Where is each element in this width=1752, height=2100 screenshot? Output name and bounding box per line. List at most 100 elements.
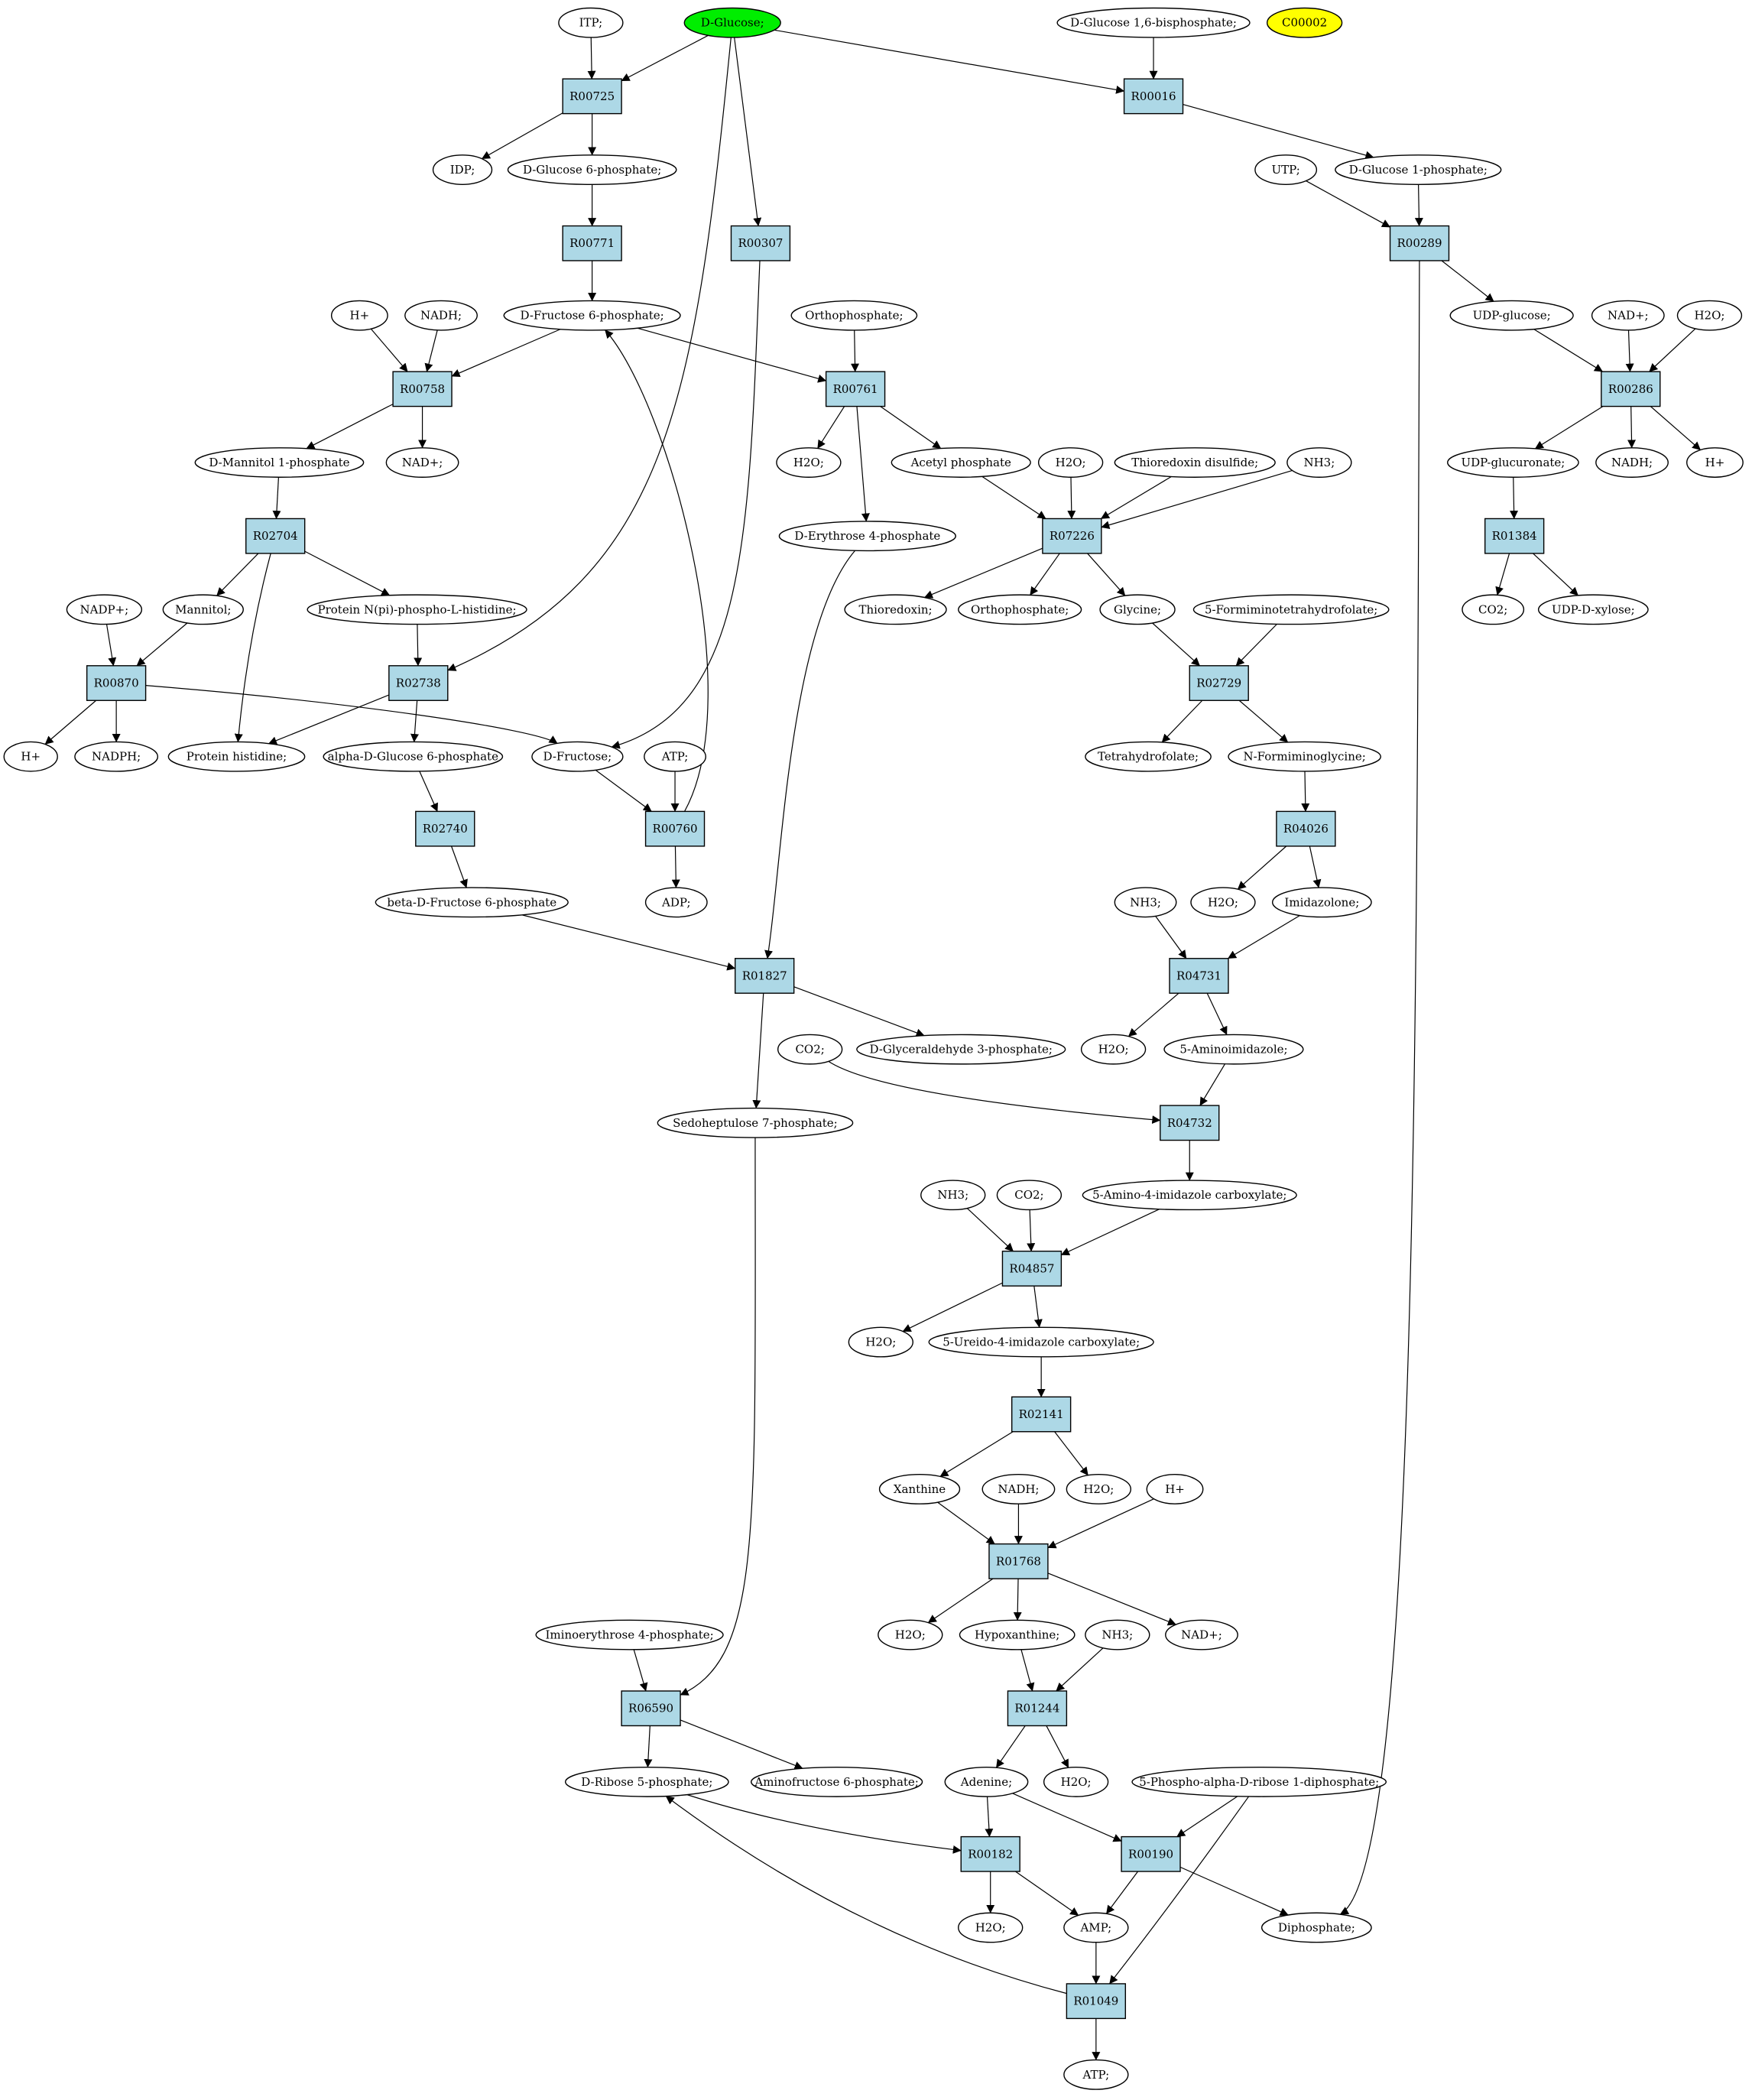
reaction-node-r00760[interactable]: R00760 — [644, 810, 706, 847]
reaction-node-r01768[interactable]: R01768 — [988, 1543, 1049, 1579]
compound-node-udpglc[interactable]: UDP-glucose; — [1449, 300, 1574, 331]
reaction-node-r02740[interactable]: R02740 — [415, 810, 475, 847]
compound-node-h2o10[interactable]: H2O; — [958, 1912, 1024, 1943]
reaction-node-r00307[interactable]: R00307 — [730, 225, 791, 261]
compound-node-imidazolone[interactable]: Imidazolone; — [1271, 887, 1372, 918]
compound-node-idp[interactable]: IDP; — [432, 154, 493, 186]
compound-node-nadplus1[interactable]: NAD+; — [1591, 300, 1665, 331]
compound-node-utp[interactable]: UTP; — [1254, 154, 1318, 186]
reaction-node-r00016[interactable]: R00016 — [1123, 78, 1184, 115]
compound-node-adenine[interactable]: Adenine; — [944, 1766, 1029, 1797]
compound-node-itp[interactable]: ITP; — [558, 7, 624, 38]
compound-node-bf6p[interactable]: beta-D-Fructose 6-phosphate — [375, 887, 569, 918]
compound-node-h2o8[interactable]: H2O; — [878, 1619, 943, 1650]
compound-node-ortho2[interactable]: Orthophosphate; — [958, 594, 1082, 625]
compound-node-nadh2[interactable]: NADH; — [1595, 447, 1669, 478]
compound-node-udpglcua[interactable]: UDP-glucuronate; — [1447, 447, 1579, 478]
compound-node-thiored[interactable]: Thioredoxin; — [844, 594, 947, 625]
compound-node-dg16bp[interactable]: D-Glucose 1,6-bisphosphate; — [1056, 7, 1251, 38]
compound-node-hplus1[interactable]: H+ — [330, 300, 388, 331]
reaction-node-r02704[interactable]: R02704 — [245, 518, 306, 554]
compound-node-nadpplus[interactable]: NADP+; — [66, 594, 143, 625]
reaction-node-r02729[interactable]: R02729 — [1189, 665, 1249, 701]
compound-node-h2o7[interactable]: H2O; — [1066, 1474, 1132, 1504]
compound-node-h2o3[interactable]: H2O; — [1037, 447, 1104, 478]
compound-node-dg1p[interactable]: D-Glucose 1-phosphate; — [1335, 154, 1502, 186]
reaction-node-r07226[interactable]: R07226 — [1042, 518, 1102, 554]
compound-node-co23[interactable]: CO2; — [996, 1180, 1063, 1211]
reaction-node-r00725[interactable]: R00725 — [562, 78, 622, 115]
compound-node-acetylp[interactable]: Acetyl phosphate — [891, 447, 1031, 478]
reaction-node-r00289[interactable]: R00289 — [1389, 225, 1450, 261]
reaction-node-r00771[interactable]: R00771 — [562, 225, 622, 261]
compound-node-ortho1[interactable]: Orthophosphate; — [790, 300, 918, 331]
compound-node-mannitol[interactable]: Mannitol; — [162, 594, 244, 625]
reaction-node-r00182[interactable]: R00182 — [960, 1835, 1020, 1872]
reaction-node-r00286[interactable]: R00286 — [1601, 371, 1661, 407]
compound-node-nadh1[interactable]: NADH; — [404, 300, 478, 331]
reaction-node-r01827[interactable]: R01827 — [735, 958, 795, 994]
compound-node-dfru[interactable]: D-Fructose; — [531, 741, 624, 772]
compound-node-uic[interactable]: 5-Ureido-4-imidazole carboxylate; — [928, 1326, 1154, 1358]
compound-node-thiodis[interactable]: Thioredoxin disulfide; — [1114, 447, 1276, 478]
compound-node-h2o5[interactable]: H2O; — [1080, 1034, 1147, 1065]
compound-node-de4p[interactable]: D-Erythrose 4-phosphate — [778, 521, 956, 552]
compound-node-s7p[interactable]: Sedoheptulose 7-phosphate; — [657, 1107, 854, 1138]
compound-node-nadh3[interactable]: NADH; — [981, 1474, 1056, 1504]
compound-node-co21[interactable]: CO2; — [1462, 594, 1525, 625]
compound-node-hplus4[interactable]: H+ — [1146, 1474, 1204, 1504]
compound-node-diphos[interactable]: Diphosphate; — [1260, 1912, 1372, 1943]
compound-node-aminoimid[interactable]: 5-Aminoimidazole; — [1163, 1034, 1304, 1065]
reaction-node-r04731[interactable]: R04731 — [1169, 958, 1229, 994]
reaction-node-r04026[interactable]: R04026 — [1276, 810, 1336, 847]
reaction-node-r00758[interactable]: R00758 — [392, 371, 453, 407]
compound-node-prothis[interactable]: Protein histidine; — [167, 741, 306, 772]
compound-node-hypox[interactable]: Hypoxanthine; — [959, 1619, 1076, 1650]
reaction-node-r06590[interactable]: R06590 — [621, 1690, 681, 1727]
compound-node-gap[interactable]: D-Glyceraldehyde 3-phosphate; — [856, 1034, 1066, 1065]
reaction-node-r01384[interactable]: R01384 — [1484, 518, 1545, 554]
compound-node-adp[interactable]: ADP; — [644, 887, 708, 918]
compound-node-nadplus2[interactable]: NAD+; — [385, 447, 459, 478]
compound-node-nh34[interactable]: NH3; — [1085, 1619, 1150, 1650]
compound-node-fthf[interactable]: 5-Formiminotetrahydrofolate; — [1192, 594, 1390, 625]
compound-node-amp[interactable]: AMP; — [1063, 1912, 1129, 1943]
compound-node-df6p[interactable]: D-Fructose 6-phosphate; — [503, 300, 681, 331]
compound-node-protnphis[interactable]: Protein N(pi)-phospho-L-histidine; — [307, 594, 527, 625]
reaction-node-r04857[interactable]: R04857 — [1001, 1250, 1063, 1287]
compound-node-nh32[interactable]: NH3; — [1114, 887, 1177, 918]
compound-node-nadplus3[interactable]: NAD+; — [1165, 1619, 1238, 1650]
compound-node-nh33[interactable]: NH3; — [920, 1180, 986, 1211]
reaction-node-r01244[interactable]: R01244 — [1007, 1690, 1068, 1727]
reaction-node-r01049[interactable]: R01049 — [1066, 1983, 1127, 2020]
compound-node-nh31[interactable]: NH3; — [1286, 447, 1352, 478]
compound-node-hplus2[interactable]: H+ — [1686, 447, 1744, 478]
compound-node-h2o4[interactable]: H2O; — [1190, 887, 1256, 918]
compound-node-glycine[interactable]: Glycine; — [1099, 594, 1176, 625]
compound-node-atp2[interactable]: ATP; — [1063, 2059, 1129, 2090]
reaction-node-r02141[interactable]: R02141 — [1011, 1396, 1072, 1433]
compound-node-xanthine[interactable]: Xanthine — [878, 1474, 961, 1504]
compound-node-prpp[interactable]: 5-Phospho-alpha-D-ribose 1-diphosphate; — [1131, 1766, 1387, 1797]
compound-node-dm1p[interactable]: D-Mannitol 1-phosphate — [194, 447, 365, 478]
compound-node-dglucose[interactable]: D-Glucose; — [683, 7, 781, 38]
compound-node-nadph[interactable]: NADPH; — [74, 741, 159, 772]
compound-node-h2o6[interactable]: H2O; — [848, 1326, 913, 1358]
compound-node-h2o1[interactable]: H2O; — [1676, 300, 1743, 331]
compound-node-h2o9[interactable]: H2O; — [1043, 1766, 1109, 1797]
reaction-node-r04732[interactable]: R04732 — [1160, 1105, 1220, 1141]
compound-node-h2o2[interactable]: H2O; — [776, 447, 842, 478]
compound-node-aic[interactable]: 5-Amino-4-imidazole carboxylate; — [1082, 1180, 1297, 1211]
reaction-node-r00761[interactable]: R00761 — [825, 371, 886, 407]
compound-node-udpxyl[interactable]: UDP-D-xylose; — [1537, 594, 1649, 625]
compound-node-co22[interactable]: CO2; — [777, 1034, 843, 1065]
compound-node-nfgly[interactable]: N-Formiminoglycine; — [1228, 741, 1382, 772]
compound-node-dg6p[interactable]: D-Glucose 6-phosphate; — [507, 154, 677, 186]
compound-node-atp1[interactable]: ATP; — [644, 741, 706, 772]
compound-node-hplus3[interactable]: H+ — [3, 741, 58, 772]
compound-node-ag6p[interactable]: alpha-D-Glucose 6-phosphate — [323, 741, 504, 772]
reaction-node-r00870[interactable]: R00870 — [86, 665, 147, 701]
compound-node-c00002[interactable]: C00002 — [1266, 7, 1343, 38]
compound-node-ie4p[interactable]: Iminoerythrose 4-phosphate; — [535, 1619, 724, 1650]
compound-node-af6p[interactable]: Aminofructose 6-phosphate; — [751, 1766, 923, 1797]
